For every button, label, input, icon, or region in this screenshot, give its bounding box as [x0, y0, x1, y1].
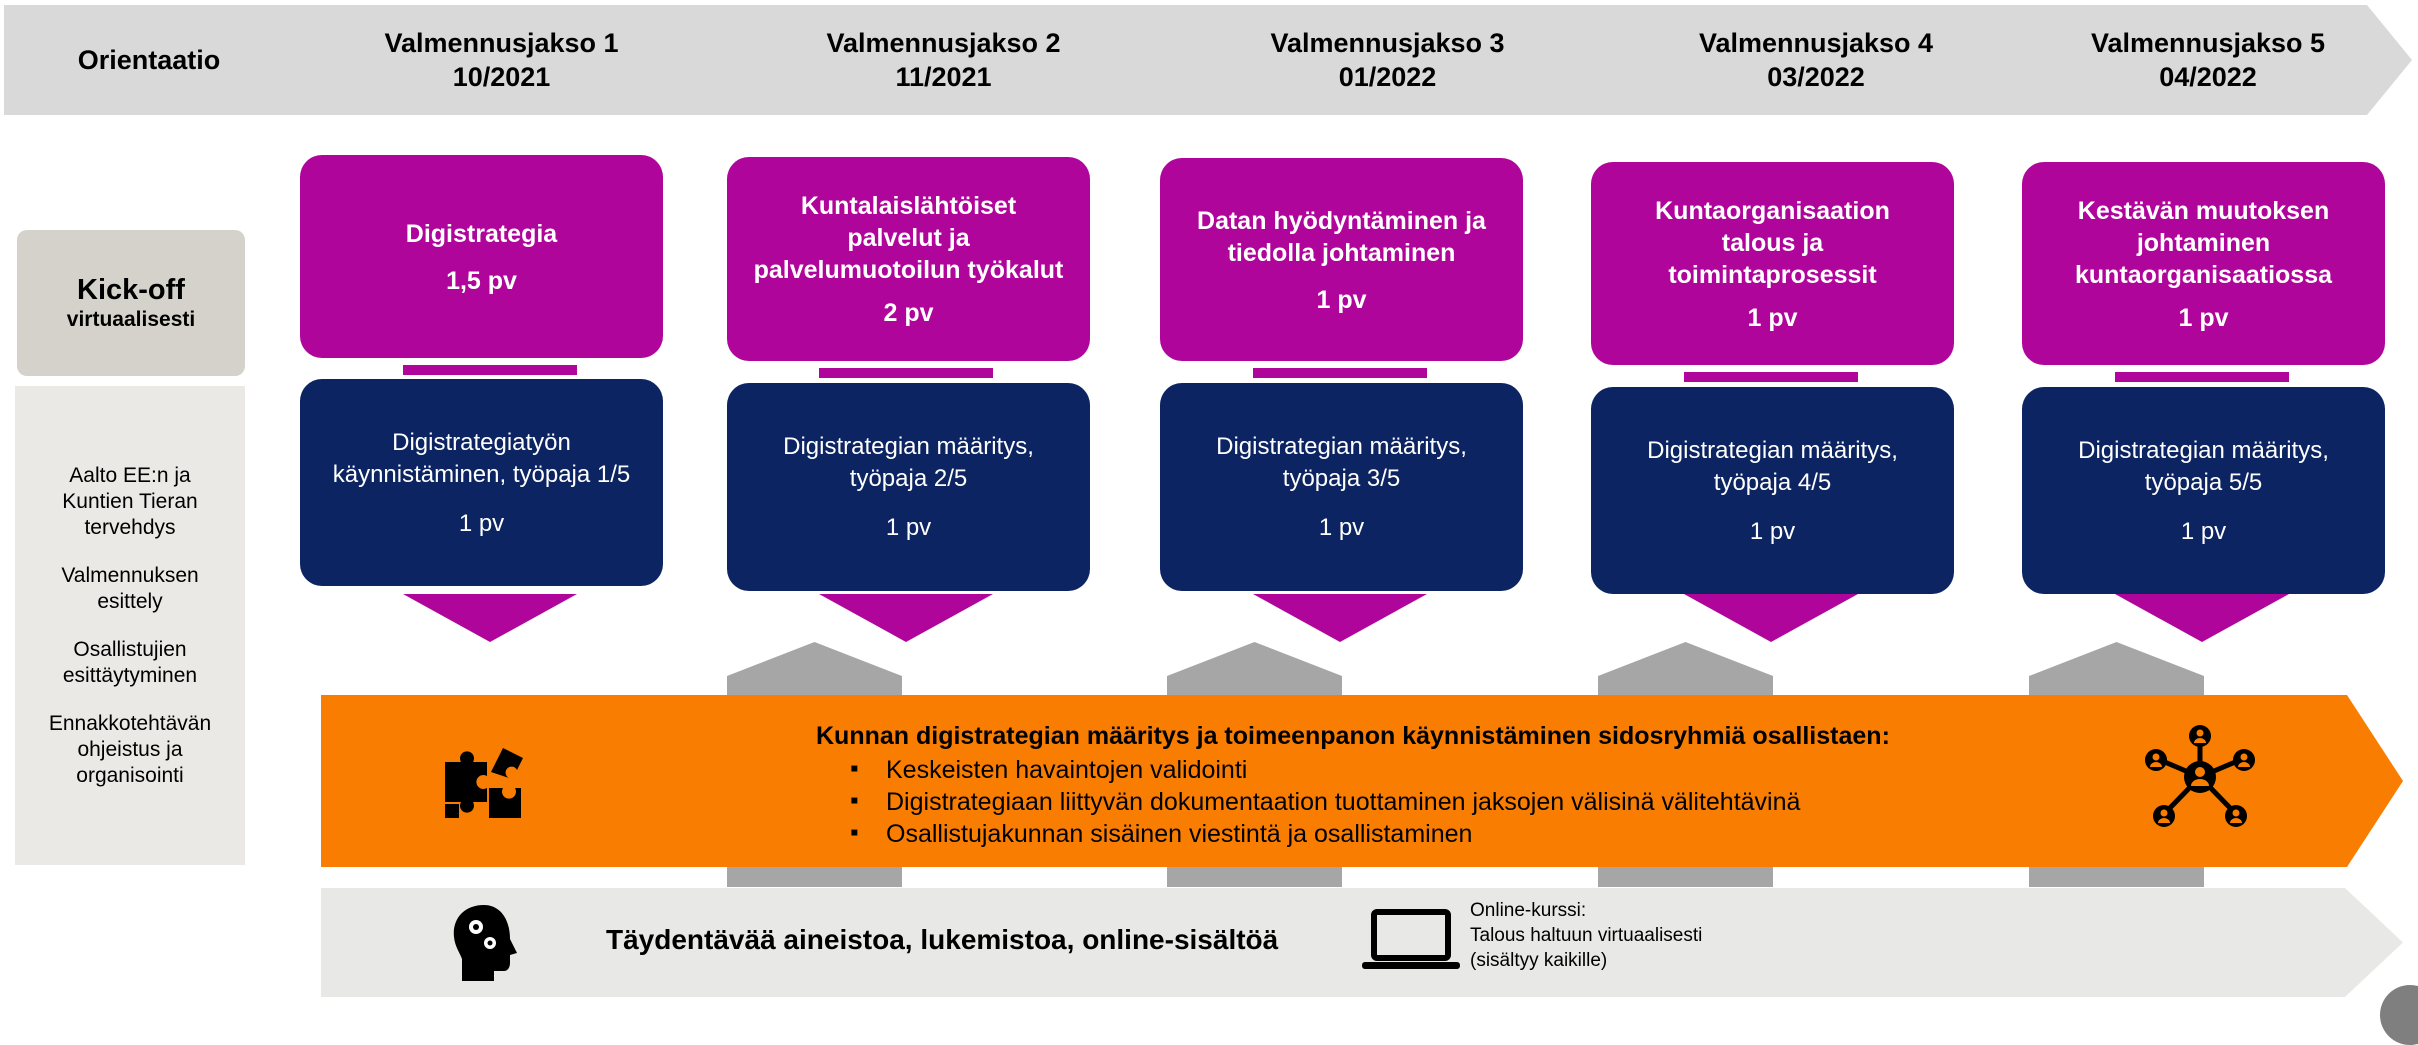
head-gears-icon [450, 903, 520, 983]
header-period-4: Valmennusjakso 4 03/2022 [1578, 5, 2044, 115]
workshop-title: Digistrategiatyön käynnistäminen, työpaj… [332, 428, 631, 488]
online-course-note: Online-kurssi: Talous haltuun virtuaalis… [1470, 898, 1702, 973]
header-period-1: Valmennusjakso 1 10/2021 [248, 5, 745, 115]
workshop-title: Digistrategian määritys, työpaja 5/5 [2078, 436, 2329, 496]
period-date: 04/2022 [2159, 62, 2257, 92]
period-date: 01/2022 [1338, 62, 1437, 92]
topic-box-2: Kuntalaislähtöiset palvelut ja palvelumu… [727, 157, 1090, 361]
period-title: Valmennusjakso 5 [2090, 28, 2326, 58]
workshop-box-1: Digistrategiatyön käynnistäminen, työpaj… [300, 379, 663, 586]
header-period-3: Valmennusjakso 3 01/2022 [1134, 5, 1631, 115]
kickoff-subtitle: virtuaalisesti [66, 308, 196, 331]
orientation-item: Osallistujien esittäytyminen [62, 637, 198, 687]
period-title: Valmennusjakso 2 [826, 28, 1061, 58]
online-line: Talous haltuun virtuaalisesti [1470, 925, 1703, 946]
workshop-duration: 1 pv [1318, 514, 1365, 541]
period-date: 11/2021 [895, 62, 992, 92]
implementation-text: Kunnan digistrategian määritys ja toimee… [816, 720, 2096, 850]
supplementary-title: Täydentävää aineistoa, lukemistoa, onlin… [606, 924, 1279, 955]
topic-title: Datan hyödyntäminen ja tiedolla johtamin… [1197, 206, 1486, 267]
period-date: 03/2022 [1767, 62, 1865, 92]
puzzle-icon [443, 742, 525, 820]
period-date: 10/2021 [452, 62, 551, 92]
implementation-bullet: Osallistujakunnan sisäinen viestintä ja … [850, 817, 2096, 850]
topic-title: Kestävän muutoksen johtaminen kuntaorgan… [2074, 196, 2333, 289]
network-people-icon [2144, 724, 2256, 830]
topic-box-5: Kestävän muutoksen johtaminen kuntaorgan… [2022, 162, 2385, 365]
implementation-title: Kunnan digistrategian määritys ja toimee… [816, 722, 1890, 750]
topic-duration: 1 pv [2178, 303, 2229, 332]
topic-duration: 2 pv [883, 299, 934, 327]
topic-duration: 1,5 pv [446, 266, 517, 295]
header-orientation-label: Orientaatio [77, 45, 221, 75]
period-title: Valmennusjakso 1 [384, 28, 619, 58]
period-title: Valmennusjakso 3 [1270, 28, 1505, 58]
workshop-duration: 1 pv [458, 509, 505, 537]
implementation-bullet: Digistrategiaan liittyvän dokumentaation… [850, 785, 2096, 818]
online-line: (sisältyy kaikille) [1470, 950, 1608, 971]
magenta-down-arrow [1253, 594, 1427, 642]
orientation-item: Valmennuksen esittely [61, 563, 199, 613]
topic-title: Digistrategia [405, 219, 558, 248]
topic-title: Kuntaorganisaation talous ja toimintapro… [1655, 196, 1890, 289]
period-title: Valmennusjakso 4 [1698, 28, 1934, 58]
topic-duration: 1 pv [1316, 285, 1367, 314]
magenta-down-arrow [403, 594, 577, 642]
workshop-title: Digistrategian määritys, työpaja 2/5 [783, 433, 1034, 492]
topic-box-1: Digistrategia 1,5 pv [300, 155, 663, 358]
workshop-box-4: Digistrategian määritys, työpaja 4/5 1 p… [1591, 387, 1954, 594]
connector-bar [819, 368, 993, 378]
online-line: Online-kurssi: [1470, 900, 1587, 921]
header-period-5: Valmennusjakso 5 04/2022 [1994, 5, 2412, 115]
header-period-2: Valmennusjakso 2 11/2021 [690, 5, 1187, 115]
workshop-title: Digistrategian määritys, työpaja 4/5 [1647, 436, 1898, 496]
implementation-bullet: Keskeisten havaintojen validointi [850, 753, 2096, 786]
supplementary-band [321, 888, 2403, 997]
topic-box-3: Datan hyödyntäminen ja tiedolla johtamin… [1160, 158, 1523, 361]
workshop-title: Digistrategian määritys, työpaja 3/5 [1216, 433, 1467, 492]
kickoff-title: Kick-off [77, 274, 185, 306]
topic-duration: 1 pv [1747, 303, 1798, 332]
connector-bar [1684, 372, 1858, 382]
orientation-item: Aalto EE:n ja Kuntien Tieran tervehdys [62, 463, 198, 539]
workshop-duration: 1 pv [885, 514, 932, 541]
workshop-box-3: Digistrategian määritys, työpaja 3/5 1 p… [1160, 383, 1523, 591]
magenta-down-arrow [819, 594, 993, 642]
laptop-icon [1362, 908, 1460, 970]
workshop-duration: 1 pv [2180, 517, 2227, 545]
header-orientation: Orientaatio [4, 5, 294, 115]
connector-bar [403, 365, 577, 375]
workshop-box-5: Digistrategian määritys, työpaja 5/5 1 p… [2022, 387, 2385, 594]
corner-decoration [2380, 985, 2418, 1045]
orientation-list: Aalto EE:n ja Kuntien Tieran tervehdys V… [15, 386, 245, 865]
connector-bar [1253, 368, 1427, 378]
implementation-bullets: Keskeisten havaintojen validointi Digist… [816, 753, 2096, 850]
orientation-item: Ennakkotehtävän ohjeistus ja organisoint… [48, 711, 212, 787]
workshop-box-2: Digistrategian määritys, työpaja 2/5 1 p… [727, 383, 1090, 591]
magenta-down-arrow [2115, 594, 2289, 642]
magenta-down-arrow [1684, 594, 1858, 642]
topic-box-4: Kuntaorganisaation talous ja toimintapro… [1591, 162, 1954, 365]
kickoff-box: Kick-off virtuaalisesti [17, 230, 245, 376]
workshop-duration: 1 pv [1749, 517, 1796, 545]
connector-bar [2115, 372, 2289, 382]
topic-title: Kuntalaislähtöiset palvelut ja palvelumu… [753, 192, 1064, 284]
